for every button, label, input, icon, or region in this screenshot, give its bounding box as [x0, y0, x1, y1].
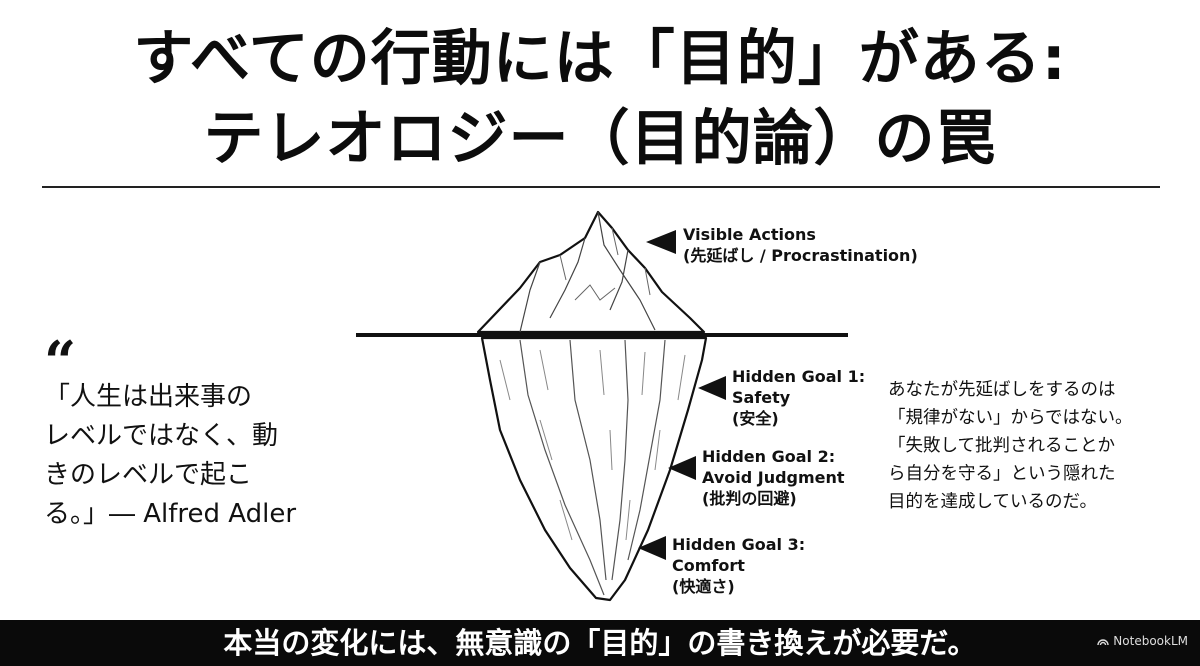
title-line-1: すべての行動には「目的」がある: [133, 24, 1067, 94]
quote-line: 「人生は出来事の [44, 382, 253, 412]
title-line-2: テレオロジー（目的論）の罠 [203, 104, 997, 174]
label-hidden-goal-2: Hidden Goal 2: Avoid Judgment (批判の回避) [702, 446, 845, 509]
notebooklm-icon [1097, 639, 1109, 646]
footer-bar: 本当の変化には、無意識の「目的」の書き換えが必要だ。 NotebookLM [0, 620, 1200, 666]
pointer-goal-3 [638, 536, 666, 560]
footer-message: 本当の変化には、無意識の「目的」の書き換えが必要だ。 [223, 626, 977, 660]
explanation-line: 「失敗して批判されることか [888, 436, 1115, 456]
label-hidden-goal-1: Hidden Goal 1: Safety (安全) [732, 366, 865, 429]
brand-watermark: NotebookLM [1097, 634, 1188, 648]
label-line: Visible Actions [683, 225, 816, 244]
brand-name: NotebookLM [1113, 634, 1188, 648]
explanation-text: あなたが先延ばしをするのは 「規律がない」からではない。 「失敗して批判されるこ… [888, 376, 1188, 516]
label-line: (批判の回避) [702, 489, 797, 508]
label-line: Hidden Goal 1: [732, 367, 866, 386]
label-line: Hidden Goal 3: [672, 535, 806, 554]
label-line: Safety [732, 388, 791, 407]
label-hidden-goal-3: Hidden Goal 3: Comfort (快適さ) [672, 534, 805, 597]
label-line: (先延ばし / Procrastination) [683, 246, 918, 265]
iceberg-tip [476, 210, 706, 334]
label-line: Avoid Judgment [702, 468, 845, 487]
pointer-goal-2 [668, 456, 696, 480]
explanation-line: あなたが先延ばしをするのは [888, 380, 1116, 400]
explanation-line: 「規律がない」からではない。 [888, 408, 1133, 428]
quote-line: レベルではなく、動 [44, 421, 279, 451]
label-visible-actions: Visible Actions (先延ばし / Procrastination) [683, 224, 918, 266]
pointer-goal-1 [698, 376, 726, 400]
label-line: Hidden Goal 2: [702, 447, 836, 466]
quote-mark: “ [44, 329, 77, 395]
label-line: Comfort [672, 556, 745, 575]
explanation-line: ら自分を守る」という隠れた [888, 464, 1116, 484]
title-divider [42, 186, 1160, 188]
label-line: (快適さ) [672, 577, 735, 596]
label-line: (安全) [732, 409, 779, 428]
iceberg-underwater [480, 336, 708, 602]
adler-quote: 「人生は出来事の レベルではなく、動 きのレベルで起こ る。」― Alfred … [44, 378, 364, 534]
quote-line: る。」― Alfred Adler [44, 499, 297, 529]
pointer-visible [646, 230, 676, 254]
explanation-line: 目的を達成しているのだ。 [888, 492, 1097, 512]
quote-line: きのレベルで起こ [44, 460, 253, 490]
